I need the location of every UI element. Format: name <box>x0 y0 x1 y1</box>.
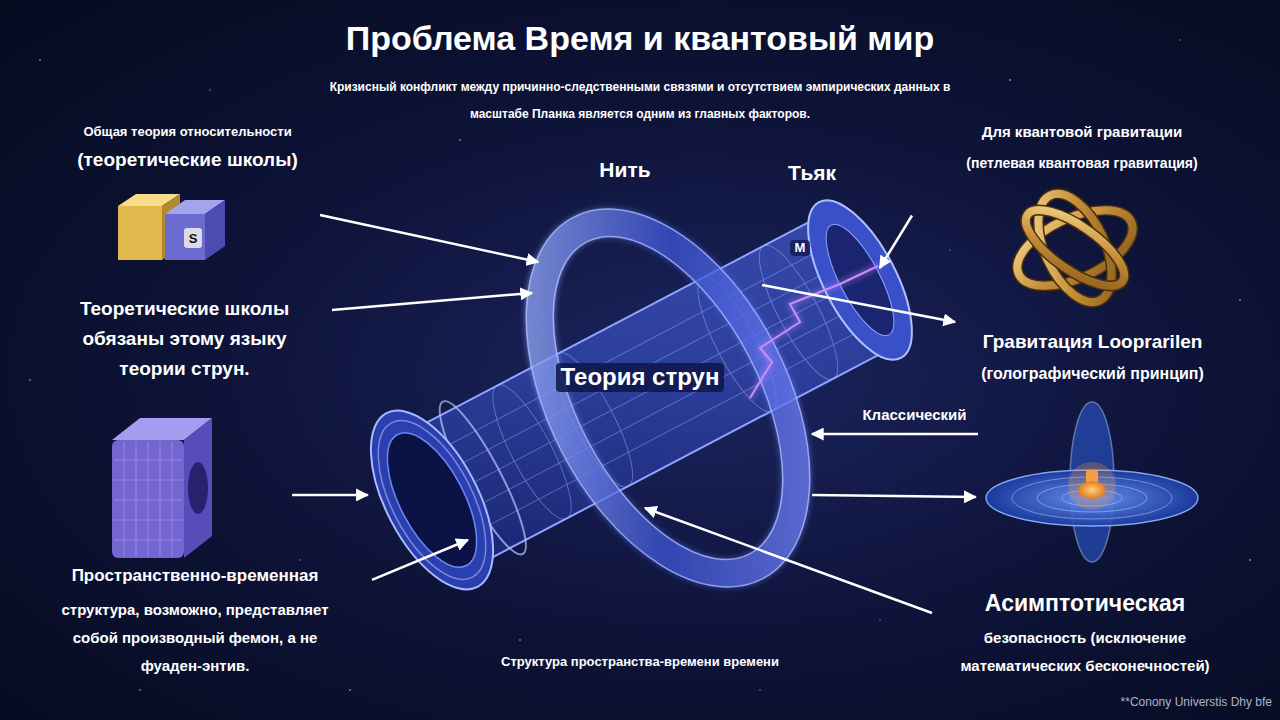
text-slot: Проблема Время и квантовый мир <box>0 18 1280 59</box>
text-slot: Общая теория относительности <box>55 122 320 140</box>
node-heading: Общая теория относительности <box>83 124 291 140</box>
text-slot: Классический <box>852 406 977 424</box>
text-slot: Теория струн <box>545 363 735 392</box>
icon-group: Общая теория относительности (теоретическ… <box>55 118 320 268</box>
string-tube <box>365 200 915 600</box>
text-slot: Асимптотическая <box>945 590 1225 618</box>
watermark: **Conony Universtis Dhy bfe <box>1121 695 1272 709</box>
text-slot: (голографический принцип) <box>955 364 1230 383</box>
node-text: (петлевая квантовая гравитация) <box>966 155 1197 172</box>
part-label: M <box>790 240 811 256</box>
text-slot: безопасность (исключение математических … <box>935 624 1235 680</box>
title: Проблема Время и квантовый мир <box>346 18 934 59</box>
connector-arrow <box>812 495 975 497</box>
leader-arrow <box>332 293 532 310</box>
string-tube-node: Теория струн <box>365 200 915 600</box>
block-icon <box>55 118 320 268</box>
note-text: Теоретические школы обязаны этому языку … <box>52 294 317 384</box>
icon-letter: S <box>189 231 198 247</box>
part-label: Тьяк <box>788 160 836 185</box>
text-slot: Нить <box>585 157 665 182</box>
connector-arrow <box>320 215 538 262</box>
note-text: безопасность (исключение математических … <box>935 624 1235 680</box>
node-heading: Для квантовой гравитации <box>982 123 1183 141</box>
subtitle: Кризисный конфликт между причинно-следст… <box>326 74 954 128</box>
loop-rings-icon <box>912 118 1222 313</box>
text-slot: **Conony Universtis Dhy bfe <box>1060 692 1272 710</box>
text-slot: Структура пространства-времени времени <box>420 652 860 670</box>
text-slot: Кризисный конфликт между причинно-следст… <box>326 74 954 128</box>
node-text: (голографический принцип) <box>981 364 1204 383</box>
part-label: Нить <box>599 157 650 182</box>
text-slot: M <box>786 238 814 256</box>
caption: Структура пространства-времени времени <box>501 654 779 670</box>
node-text: (теоретические школы) <box>77 149 298 172</box>
text-slot: (петлевая квантовая гравитация) <box>942 154 1222 172</box>
holographic-disk-icon <box>955 318 1230 573</box>
node-heading: Гравитация Looprarilen <box>983 331 1203 354</box>
note-text: Классический <box>862 406 966 424</box>
text-slot: Теоретические школы обязаны этому языку … <box>52 294 317 384</box>
text-slot: S <box>184 229 202 247</box>
text-slot: (теоретические школы) <box>55 149 320 172</box>
icon-group: Пространственно-временная структура, возм… <box>50 410 372 685</box>
node-text: структура, возможно, представляет собой … <box>50 596 340 680</box>
icon-group: Для квантовой гравитации (петлевая кванто… <box>912 118 1222 313</box>
text-slot: Гравитация Looprarilen <box>955 331 1230 354</box>
text-slot: структура, возможно, представляет собой … <box>50 596 340 680</box>
node-heading: Теория струн <box>556 363 725 392</box>
leader-arrow <box>812 433 978 436</box>
text-slot: Тьяк <box>772 160 852 185</box>
connector-arrow <box>292 494 368 497</box>
text-slot: Для квантовой гравитации <box>942 123 1222 141</box>
node-heading: Пространственно-временная <box>72 566 319 586</box>
text-slot: Пространственно-временная <box>50 566 340 586</box>
icon-group: Гравитация Looprarilen (голографический п… <box>955 318 1230 573</box>
note-heading: Асимптотическая <box>985 590 1185 618</box>
